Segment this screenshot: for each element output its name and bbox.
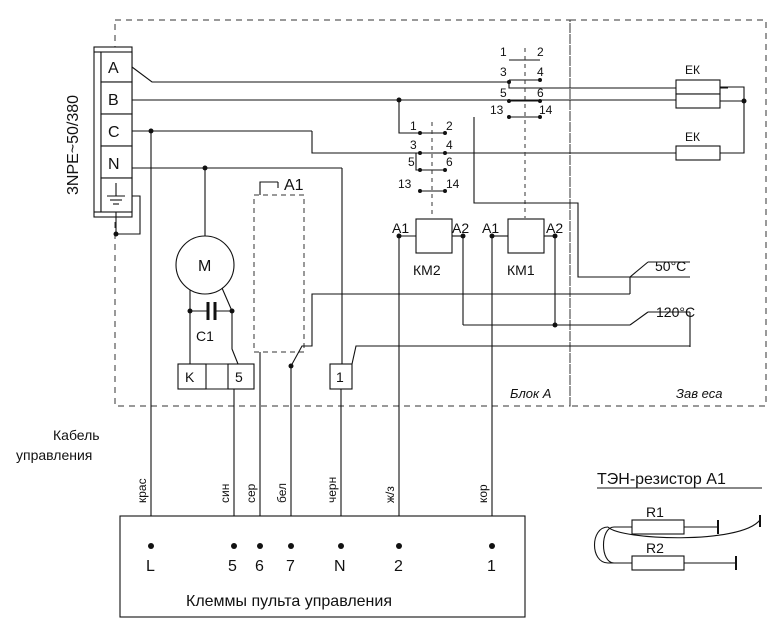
supply-label: 3NPE~50/380 xyxy=(65,95,82,195)
terminal-7-label: 7 xyxy=(286,558,295,575)
wire-label-chern: черн xyxy=(325,477,339,503)
km2-coil xyxy=(415,218,453,254)
km1-coil xyxy=(507,218,545,254)
svg-text:1: 1 xyxy=(410,119,417,133)
terminal-5 xyxy=(227,363,255,390)
svg-text:4: 4 xyxy=(537,65,544,79)
wire-label-sin: син xyxy=(218,484,232,503)
svg-text:4: 4 xyxy=(446,138,453,152)
curtain-boundary xyxy=(569,19,767,407)
svg-text:13: 13 xyxy=(490,103,504,117)
svg-text:ЕК: ЕК xyxy=(685,130,700,144)
capacitor-c1: C1 xyxy=(187,302,235,344)
svg-text:K: K xyxy=(185,369,195,385)
heater-a1-label: A1 xyxy=(284,177,304,194)
block-a-label: Блок А xyxy=(510,386,551,401)
svg-text:ЕК: ЕК xyxy=(685,63,700,77)
cable-title-line1: Кабель xyxy=(53,427,100,443)
svg-text:50°C: 50°C xyxy=(655,258,686,274)
svg-text:R2: R2 xyxy=(646,540,664,556)
km1-a1-label: A1 xyxy=(482,220,499,236)
svg-text:5: 5 xyxy=(408,155,415,169)
wire-label-zhz: ж/з xyxy=(383,486,397,503)
svg-text:6: 6 xyxy=(446,155,453,169)
km1-contacts: 1 2 3 4 5 6 13 14 xyxy=(490,45,553,218)
motor-label: M xyxy=(198,258,211,275)
heater-elements: ЕК ЕК xyxy=(675,63,747,161)
phase-c-label: C xyxy=(108,124,120,141)
resistor-inset: ТЭН-резистор А1 R1 R2 xyxy=(594,471,762,571)
km1-label: КМ1 xyxy=(507,262,535,278)
thermostat-50: 50°C xyxy=(629,258,690,278)
km1-a2-label: A2 xyxy=(546,220,563,236)
svg-text:R1: R1 xyxy=(646,504,664,520)
svg-text:14: 14 xyxy=(539,103,553,117)
heater-a1 xyxy=(253,194,305,353)
terminal-n-label: N xyxy=(334,558,346,575)
phase-c-terminal xyxy=(100,113,133,147)
wire-label-bel: бел xyxy=(275,483,289,503)
svg-text:6: 6 xyxy=(537,86,544,100)
km2-a1-label: A1 xyxy=(392,220,409,236)
svg-text:5: 5 xyxy=(235,369,243,385)
wire-label-ser: сер xyxy=(244,483,258,503)
control-panel-terminals xyxy=(119,515,526,618)
svg-text:14: 14 xyxy=(446,177,460,191)
terminal-k xyxy=(177,363,207,390)
thermostat-120: 120°C xyxy=(463,304,695,347)
terminal-6-label: 6 xyxy=(255,558,264,575)
cable-title-line2: управления xyxy=(16,447,92,463)
neutral-terminal xyxy=(100,145,133,179)
terminal-5-label: 5 xyxy=(228,558,237,575)
km2-a2-label: A2 xyxy=(452,220,469,236)
svg-text:120°C: 120°C xyxy=(656,304,695,320)
wire-label-kras: крас xyxy=(135,478,149,503)
svg-text:1: 1 xyxy=(336,369,344,385)
svg-text:C1: C1 xyxy=(196,328,214,344)
svg-text:2: 2 xyxy=(537,45,544,59)
resistor-inset-title: ТЭН-резистор А1 xyxy=(597,471,726,488)
phase-a-terminal xyxy=(100,51,133,83)
terminal-2-label: 2 xyxy=(394,558,403,575)
ground-icon xyxy=(107,183,125,205)
svg-text:5: 5 xyxy=(500,86,507,100)
phase-b-label: B xyxy=(108,92,119,109)
svg-text:1: 1 xyxy=(500,45,507,59)
phase-a-label: A xyxy=(108,60,119,77)
terminal-l-label: L xyxy=(146,558,155,575)
km2-contacts: 1 2 3 4 5 6 13 14 xyxy=(398,100,460,218)
svg-text:2: 2 xyxy=(446,119,453,133)
neutral-label: N xyxy=(108,156,120,173)
control-terminals-caption: Клеммы пульта управления xyxy=(186,593,392,610)
svg-text:3: 3 xyxy=(410,138,417,152)
km2-label: КМ2 xyxy=(413,262,441,278)
terminal-1-label: 1 xyxy=(487,558,496,575)
svg-text:3: 3 xyxy=(500,65,507,79)
curtain-label: Зав еса xyxy=(676,386,722,401)
wire-label-kor: кор xyxy=(476,484,490,503)
svg-text:13: 13 xyxy=(398,177,412,191)
